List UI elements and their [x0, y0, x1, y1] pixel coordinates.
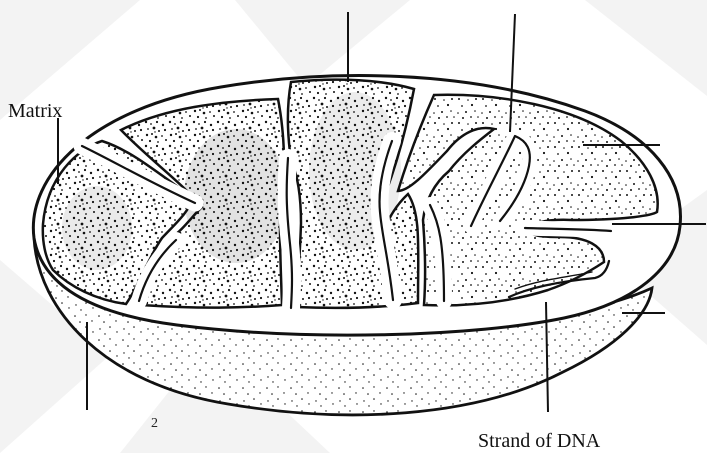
dense-shading-left-chamber [62, 186, 132, 270]
dna-strand-label: Strand of DNA [478, 431, 600, 451]
matrix-label: Matrix [8, 101, 62, 121]
page-number: 2 [151, 417, 158, 431]
